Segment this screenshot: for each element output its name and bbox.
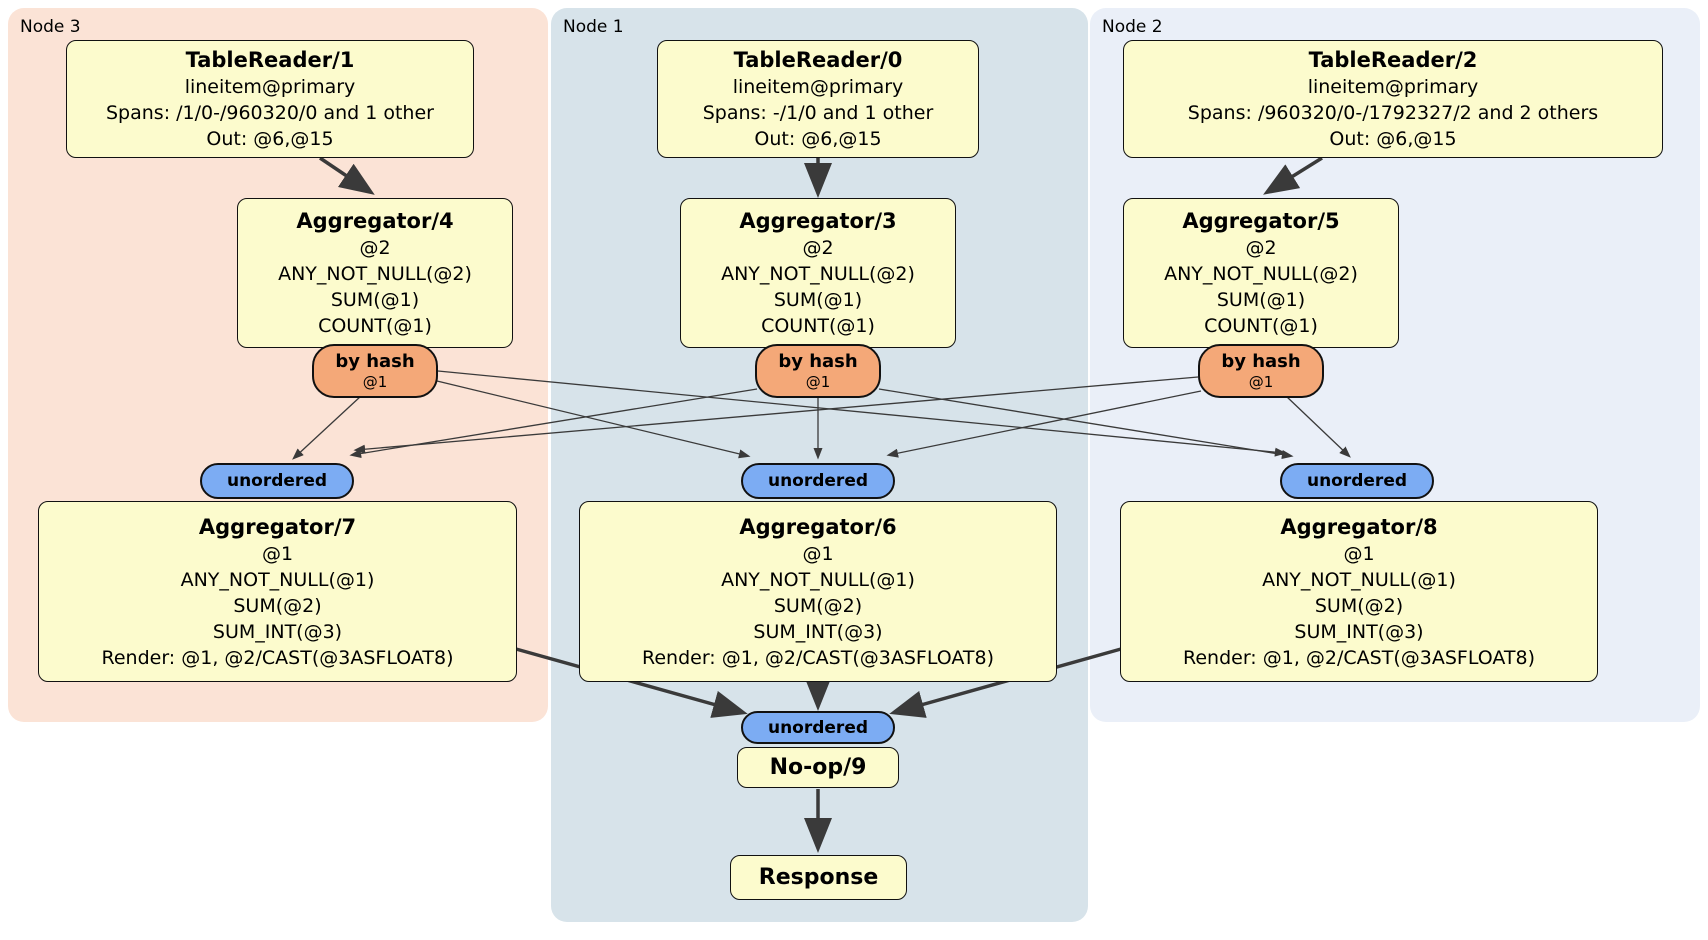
unordered-oval-left: unordered (200, 463, 354, 499)
unordered-label: unordered (767, 717, 869, 738)
aggregator-7-box: Aggregator/7 @1 ANY_NOT_NULL(@1) SUM(@2)… (38, 501, 517, 682)
processor-title: TableReader/1 (185, 48, 355, 72)
node3-region-label: Node 3 (20, 17, 81, 37)
edge-byhash4-unordered-right (437, 370, 1287, 457)
by-hash-key: @1 (1248, 373, 1274, 391)
by-hash-key: @1 (805, 373, 831, 391)
edge-byhash5-unordered-right (1285, 395, 1351, 458)
processor-title: Aggregator/6 (739, 514, 897, 539)
unordered-label: unordered (1306, 471, 1408, 491)
by-hash-oval-node1: by hash @1 (755, 344, 881, 398)
response-box: Response (730, 855, 907, 900)
edge-byhash5-unordered-left (353, 376, 1199, 454)
processor-title: Aggregator/7 (198, 514, 357, 539)
aggregator-3-box: Aggregator/3 @2 ANY_NOT_NULL(@2) SUM(@1)… (680, 198, 956, 348)
edge-byhash5-unordered-mid (886, 390, 1202, 458)
edge-tablereader1-aggregator4 (319, 156, 375, 195)
processor-title: Response (758, 864, 879, 890)
noop-box: No-op/9 (737, 747, 899, 788)
unordered-label: unordered (767, 471, 869, 491)
aggregator-4-box: Aggregator/4 @2 ANY_NOT_NULL(@2) SUM(@1)… (237, 198, 513, 348)
unordered-oval-bottom: unordered (741, 711, 895, 744)
edge-tablereader2-aggregator5 (1263, 156, 1323, 195)
by-hash-key: @1 (362, 373, 388, 391)
tablereader-1-box: TableReader/1 lineitem@primary Spans: /1… (66, 40, 474, 158)
by-hash-label: by hash (335, 351, 415, 372)
processor-title: TableReader/2 (1308, 48, 1478, 72)
processor-title: Aggregator/3 (739, 209, 897, 233)
edge-byhash4-unordered-mid (436, 380, 751, 459)
unordered-oval-mid: unordered (741, 463, 895, 499)
by-hash-oval-node3: by hash @1 (312, 344, 438, 398)
processor-title: No-op/9 (769, 754, 867, 780)
aggregator-6-box: Aggregator/6 @1 ANY_NOT_NULL(@1) SUM(@2)… (579, 501, 1057, 682)
aggregator-8-box: Aggregator/8 @1 ANY_NOT_NULL(@1) SUM(@2)… (1120, 501, 1598, 682)
processor-title: TableReader/0 (733, 48, 903, 72)
aggregator-5-box: Aggregator/5 @2 ANY_NOT_NULL(@2) SUM(@1)… (1123, 198, 1399, 348)
by-hash-label: by hash (778, 351, 858, 372)
node1-region-label: Node 1 (563, 17, 624, 37)
processor-title: Aggregator/8 (1280, 514, 1438, 539)
by-hash-oval-node2: by hash @1 (1198, 344, 1324, 398)
unordered-label: unordered (226, 471, 328, 491)
processor-title: Aggregator/5 (1182, 209, 1340, 233)
edge-byhash3-unordered-right (878, 388, 1294, 460)
node2-region-label: Node 2 (1102, 17, 1163, 37)
unordered-oval-right: unordered (1280, 463, 1434, 499)
tablereader-0-box: TableReader/0 lineitem@primary Spans: -/… (657, 40, 979, 158)
by-hash-label: by hash (1221, 351, 1301, 372)
processor-title: Aggregator/4 (296, 209, 454, 233)
edge-byhash4-unordered-left (292, 395, 362, 460)
tablereader-2-box: TableReader/2 lineitem@primary Spans: /9… (1123, 40, 1663, 158)
